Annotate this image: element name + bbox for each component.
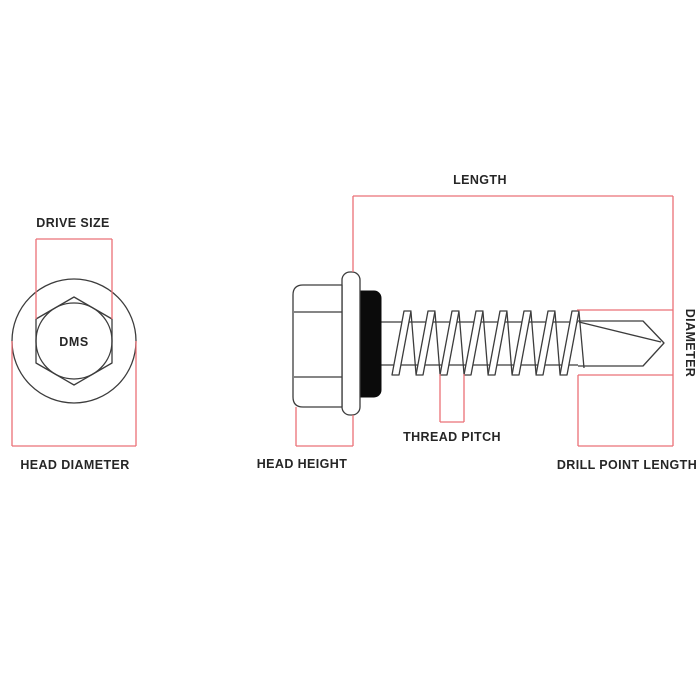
hex-facet-lines (294, 311, 342, 378)
length-dimension-lines (352, 195, 674, 446)
flange-icon (341, 271, 361, 416)
thread-back-flanks (410, 311, 585, 375)
drill-point-icon (578, 320, 665, 367)
thread-pitch-label: THREAD PITCH (403, 430, 501, 444)
drive-size-dimension-lines (35, 238, 113, 319)
drive-size-label: DRIVE SIZE (36, 216, 110, 230)
drill-point-length-label: DRILL POINT LENGTH (556, 458, 698, 472)
diameter-label: DIAMETER (683, 308, 697, 378)
drive-marking-label: DMS (59, 335, 89, 349)
drill-point-length-dimension-lines (577, 375, 673, 447)
diameter-dimension-lines (577, 309, 673, 376)
length-label: LENGTH (453, 173, 507, 187)
hex-head-side-icon (292, 284, 343, 408)
head-height-dimension-lines (295, 407, 353, 447)
thread-ridges (391, 310, 580, 376)
thread-pitch-dimension-lines (439, 374, 465, 423)
head-diameter-label: HEAD DIAMETER (20, 458, 130, 472)
screw-side-view-icon (292, 271, 665, 416)
head-height-label: HEAD HEIGHT (256, 457, 348, 471)
drill-flute-line (578, 321, 662, 343)
head-diameter-dimension-lines (11, 341, 137, 447)
